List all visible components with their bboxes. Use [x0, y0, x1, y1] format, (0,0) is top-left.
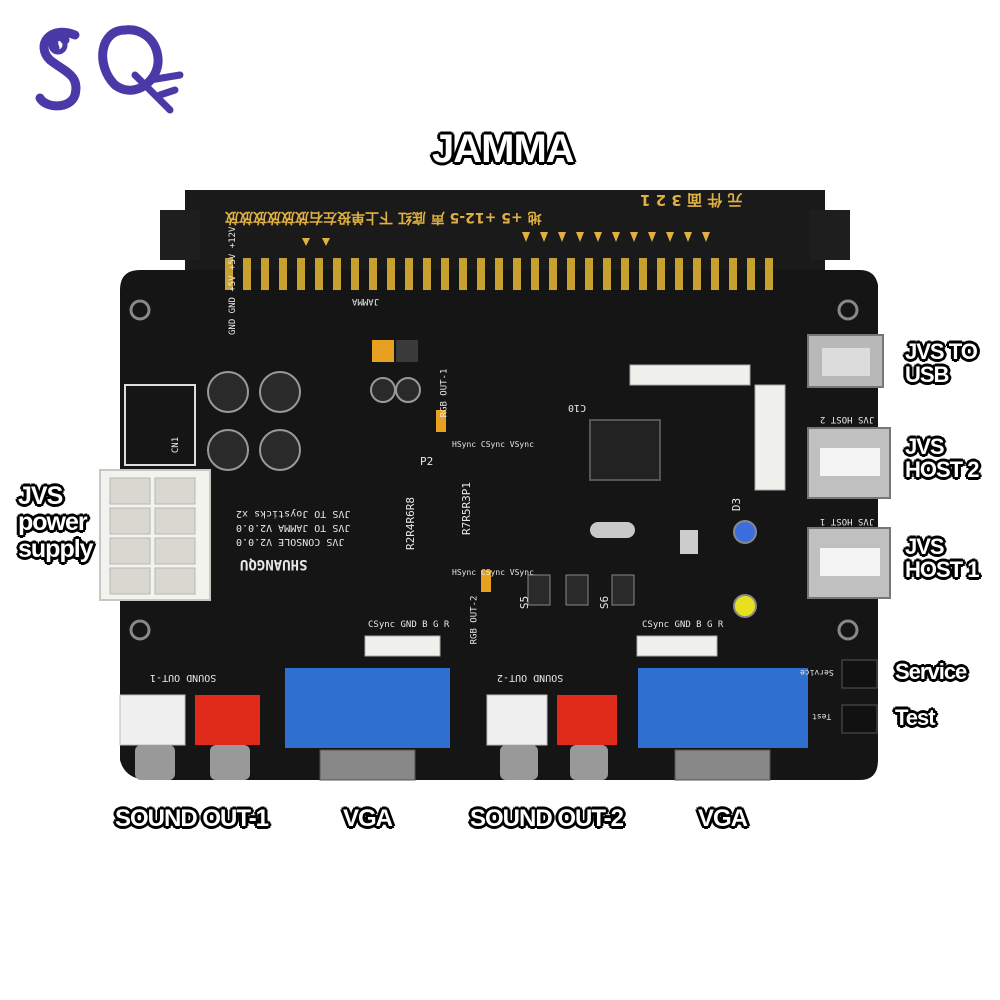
jamma-callout: JAMMA: [432, 127, 575, 171]
blue-led: [733, 520, 757, 544]
silk-version-2: JVS TO JAMMA V2.0.0: [236, 522, 351, 533]
vga-2-port: [638, 668, 808, 748]
test-button: [841, 704, 878, 734]
jvs-host1-line1: JVS: [905, 534, 945, 559]
silk-r-labels: R2R4R6R8: [404, 497, 417, 550]
jvs-to-usb-line1: JVS TO: [905, 339, 978, 364]
jvs-host2-line2: HOST 2: [905, 457, 979, 483]
silk-rgb-out-1: RGB OUT-1: [439, 368, 450, 418]
connector-chinese-top: 元 件 面 3 2 1: [640, 191, 743, 209]
jvs-host1-line2: HOST 1: [905, 557, 979, 583]
silk-p2: P2: [420, 455, 434, 468]
jvs-host1-callout: JVS HOST 1: [905, 534, 979, 583]
jvs-host2-callout: JVS HOST 2: [905, 434, 979, 483]
sq-logo: [20, 10, 190, 120]
silk-version-3: JVS CONSOLE V2.0.0: [236, 536, 345, 547]
jamma-pins: [225, 258, 773, 290]
vga-1-port: [285, 668, 450, 748]
jvs-power-line1: JVS: [18, 482, 63, 510]
silk-s6: S6: [598, 595, 612, 610]
silk-rgb-out-2: RGB OUT-2: [469, 595, 480, 645]
main-chip: [589, 419, 661, 481]
silk-service: Service: [800, 668, 834, 677]
jvs-host2-line1: JVS: [905, 434, 945, 459]
silk-csync-2: HSync CSync VSync: [452, 568, 534, 577]
silk-jvs-host1: JVS HOST 1: [820, 516, 875, 526]
jvs-to-usb-callout: JVS TO USB: [905, 339, 978, 388]
service-callout: Service: [895, 659, 967, 684]
silk-sound-out-2: SOUND OUT-2: [497, 672, 564, 683]
silk-rgb-pins-2: CSync GND B G R: [642, 620, 724, 630]
vga-1-callout: VGA: [343, 805, 393, 832]
silk-cn1: CN1: [171, 436, 182, 454]
silk-edge-pins: GND GND +5V +5V +12V: [228, 226, 238, 335]
silk-version-1: JVS TO Joysticks x2: [236, 508, 351, 519]
sq-logo-graphic: [35, 25, 184, 114]
silk-s5: S5: [518, 595, 532, 610]
silk-r-labels-2: R7R5R3P1: [460, 482, 473, 535]
silk-rgb-pins-1: CSync GND B G R: [368, 620, 450, 630]
capacitors: [207, 371, 421, 471]
jvs-power-line2: power: [18, 508, 88, 537]
silk-brand: SHUANGQU: [240, 556, 308, 572]
silk-jamma: JAMMA: [352, 296, 380, 306]
mounting-holes: [129, 299, 859, 641]
silk-csync-1: HSync CSync VSync: [452, 440, 534, 449]
test-callout: Test: [895, 705, 936, 730]
jvs-to-usb-line2: USB: [905, 362, 949, 388]
connector-chinese-mid: 地 +5 +12-5 声 底红 下上单投左右放放放放放放: [225, 209, 542, 225]
silk-sound-out-1: SOUND OUT-1: [150, 672, 217, 683]
silk-jvs-host2: JVS HOST 2: [820, 414, 875, 424]
sound-out-1-callout: SOUND OUT-1: [115, 805, 269, 832]
yellow-led: [733, 594, 757, 618]
jvs-power-callout: JVS power supply: [18, 482, 94, 563]
service-button: [841, 659, 878, 689]
sound-out-2-callout: SOUND OUT-2: [470, 805, 624, 832]
silk-test: Test: [812, 712, 832, 721]
jvs-power-line3: supply: [18, 534, 94, 563]
silk-d3: D3: [730, 497, 744, 512]
vga-2-callout: VGA: [698, 805, 748, 832]
silk-c10: C10: [568, 402, 587, 413]
